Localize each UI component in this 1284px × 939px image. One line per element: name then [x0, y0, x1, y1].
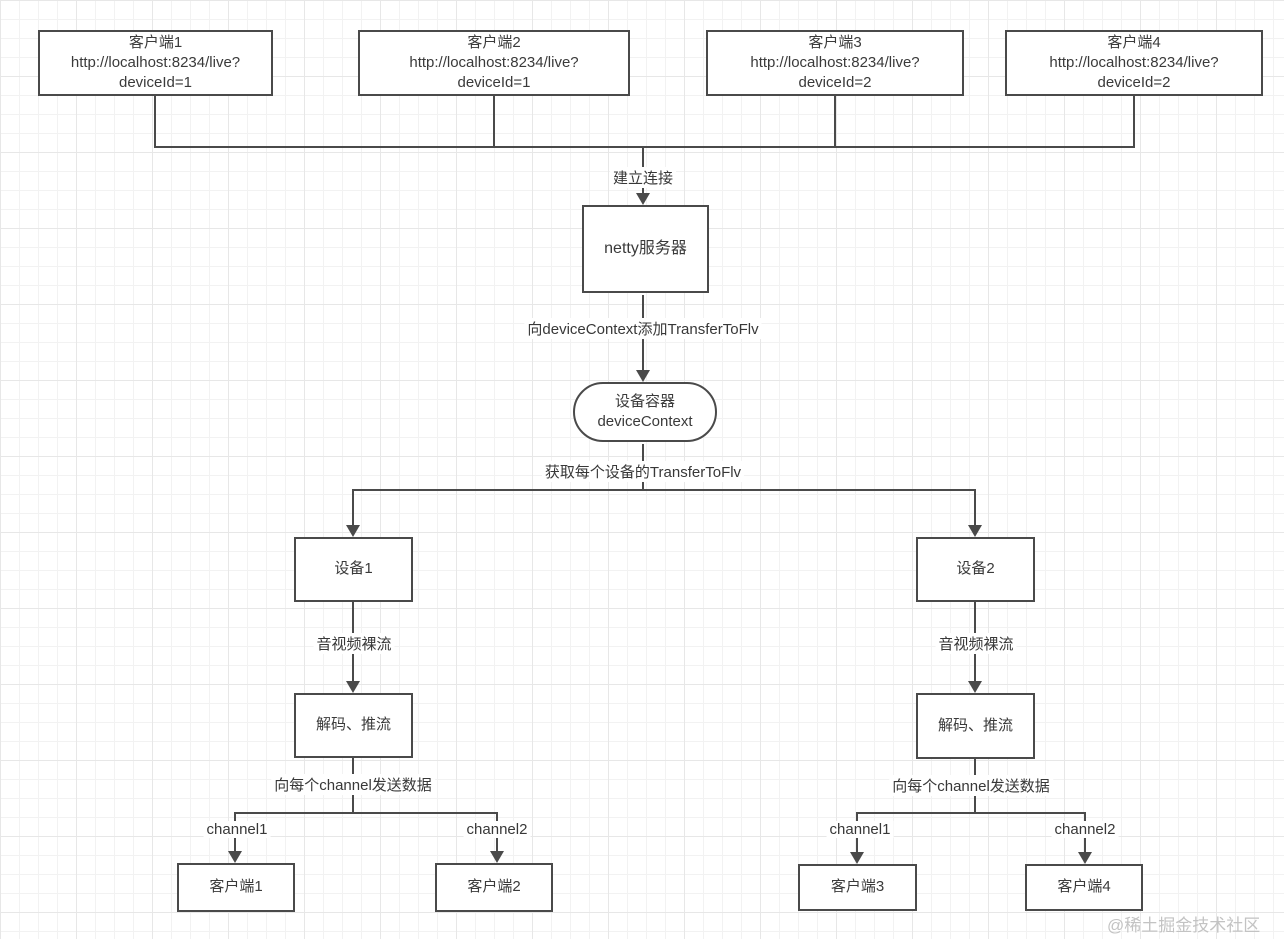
node-decode-push-right: 解码、推流 — [916, 693, 1035, 759]
node-url: http://localhost:8234/live? — [1049, 53, 1219, 71]
node-label: 设备1 — [334, 560, 373, 578]
arrowhead-down-icon — [636, 193, 650, 205]
arrowhead-down-icon — [850, 852, 864, 864]
node-label: 解码、推流 — [315, 716, 391, 734]
edge-label-add-transfertoflv: 向deviceContext添加TransferToFlv — [524, 318, 762, 339]
edge-label-send-channels-right: 向每个channel发送数据 — [889, 775, 1053, 796]
edge-label-channel2-right: channel2 — [1051, 821, 1119, 838]
node-param: deviceId=2 — [798, 74, 872, 92]
node-bottom-client2: 客户端2 — [435, 863, 553, 912]
node-bottom-client3: 客户端3 — [798, 864, 917, 911]
juejin-watermark: @稀土掘金技术社区 — [1107, 916, 1261, 935]
connector-channel-split-left — [234, 812, 498, 814]
edge-label-raw-stream-right: 音视频裸流 — [935, 633, 1017, 654]
node-top-client2: 客户端2 http://localhost:8234/live? deviceI… — [358, 30, 630, 96]
arrowhead-down-icon — [636, 370, 650, 382]
node-url: http://localhost:8234/live? — [70, 53, 241, 71]
connector-client4-bus — [1133, 96, 1135, 148]
connector-device-split-bus — [352, 489, 976, 491]
connector-client3-bus — [834, 96, 836, 148]
arrowhead-down-icon — [346, 681, 360, 693]
node-bottom-client4: 客户端4 — [1025, 864, 1143, 911]
node-device1: 设备1 — [294, 537, 413, 602]
node-label: netty服务器 — [604, 240, 687, 258]
connector-client1-bus — [154, 96, 156, 148]
arrowhead-down-icon — [228, 851, 242, 863]
edge-label-send-channels-left: 向每个channel发送数据 — [271, 774, 435, 795]
node-url: http://localhost:8234/live? — [409, 53, 579, 71]
node-label: 客户端4 — [1057, 878, 1111, 896]
node-top-client1: 客户端1 http://localhost:8234/live? deviceI… — [38, 30, 273, 96]
node-label: 解码、推流 — [937, 716, 1013, 734]
edge-label-establish-connection: 建立连接 — [609, 167, 677, 188]
node-label-line2: deviceContext — [597, 413, 693, 430]
edge-label-channel2-left: channel2 — [463, 821, 531, 838]
arrowhead-down-icon — [346, 525, 360, 537]
node-label: 客户端1 — [209, 878, 263, 896]
node-netty-server: netty服务器 — [582, 205, 709, 293]
edge-label-get-transfertoflv: 获取每个设备的TransferToFlv — [541, 461, 745, 482]
node-top-client4: 客户端4 http://localhost:8234/live? deviceI… — [1005, 30, 1263, 96]
connector-split-device1 — [352, 489, 354, 527]
node-param: deviceId=1 — [457, 74, 531, 92]
connector-client2-bus — [493, 96, 495, 148]
connector-channel-split-right — [856, 812, 1086, 814]
node-title: 客户端3 — [808, 33, 862, 51]
edge-label-raw-stream-left: 音视频裸流 — [313, 633, 395, 654]
node-label: 设备2 — [956, 560, 995, 578]
node-label: 客户端2 — [467, 878, 521, 896]
node-top-client3: 客户端3 http://localhost:8234/live? deviceI… — [706, 30, 964, 96]
node-title: 客户端4 — [1107, 33, 1161, 51]
arrowhead-down-icon — [490, 851, 504, 863]
connector-top-bus — [154, 146, 1135, 148]
node-url: http://localhost:8234/live? — [750, 53, 920, 71]
node-param: deviceId=1 — [119, 74, 192, 92]
edge-label-channel1-right: channel1 — [826, 821, 894, 838]
node-label-line1: 设备容器 — [614, 392, 675, 410]
node-title: 客户端1 — [128, 33, 183, 51]
node-device-context: 设备容器 deviceContext — [573, 382, 717, 442]
node-device2: 设备2 — [916, 537, 1035, 602]
node-param: deviceId=2 — [1097, 74, 1171, 92]
node-decode-push-left: 解码、推流 — [294, 693, 413, 758]
connector-split-device2 — [974, 489, 976, 527]
edge-label-channel1-left: channel1 — [203, 821, 271, 838]
arrowhead-down-icon — [968, 681, 982, 693]
node-bottom-client1: 客户端1 — [177, 863, 295, 912]
arrowhead-down-icon — [1078, 852, 1092, 864]
arrowhead-down-icon — [968, 525, 982, 537]
node-label: 客户端3 — [830, 878, 885, 896]
node-title: 客户端2 — [467, 33, 521, 51]
